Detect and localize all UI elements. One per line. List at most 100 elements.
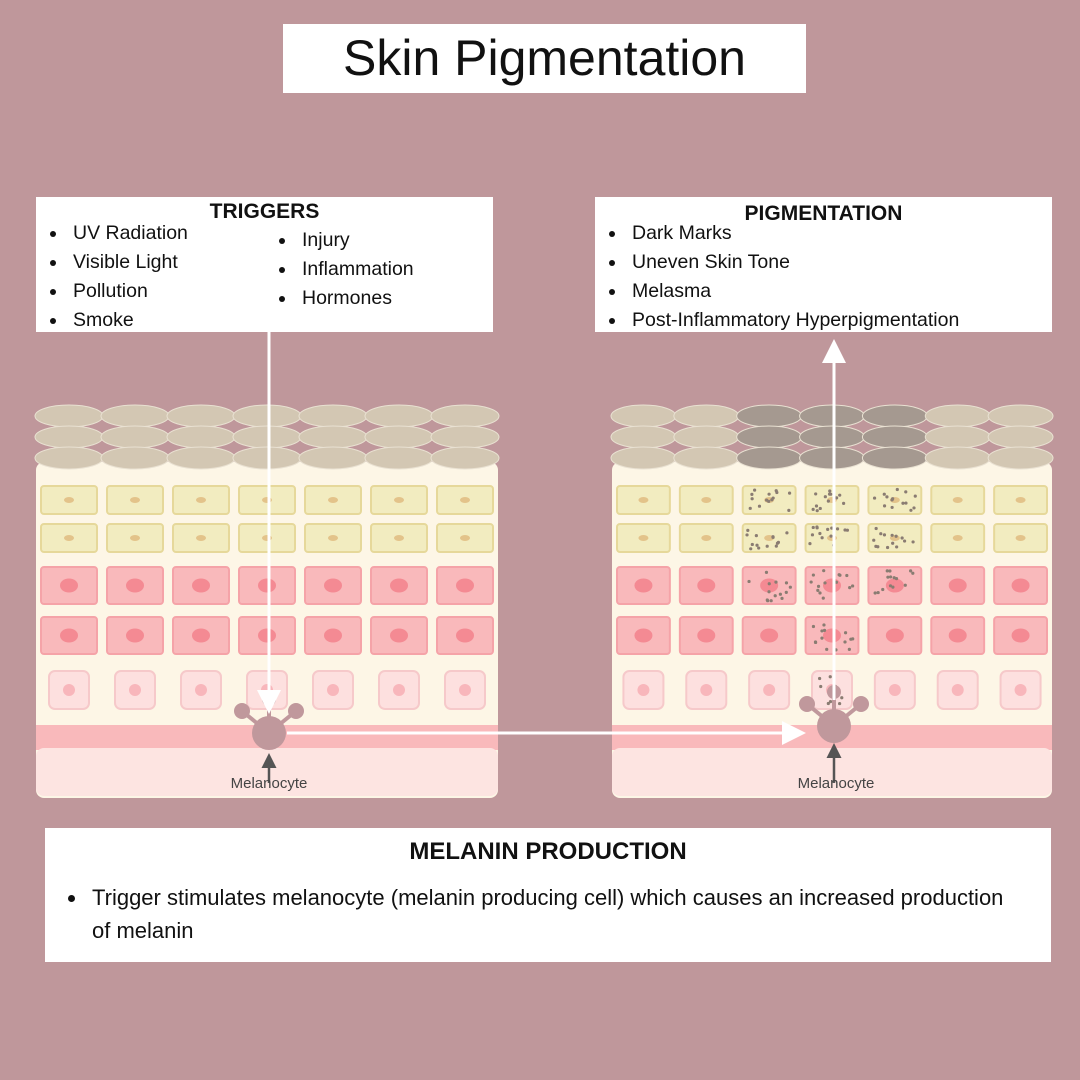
scale-cell bbox=[232, 446, 302, 470]
melanin-granule bbox=[767, 582, 771, 586]
cell-nucleus bbox=[126, 628, 144, 643]
melanin-granule bbox=[776, 540, 781, 544]
melanin-granule bbox=[912, 506, 916, 510]
trigger-item: Smoke bbox=[36, 306, 188, 335]
melanin-granule bbox=[888, 584, 893, 588]
melanin-granule bbox=[828, 489, 832, 493]
melanin-granule bbox=[881, 587, 885, 592]
melanin-list: Trigger stimulates melanocyte (melanin p… bbox=[45, 881, 1005, 947]
cell-nucleus bbox=[324, 578, 342, 593]
cell-nucleus bbox=[328, 535, 338, 541]
scale-cell bbox=[610, 446, 677, 470]
melanin-granule bbox=[886, 575, 890, 579]
melanin-granule bbox=[764, 570, 769, 574]
basal-nucleus bbox=[1014, 684, 1027, 696]
title-box: Skin Pigmentation bbox=[283, 24, 806, 93]
cell-nucleus bbox=[130, 535, 140, 541]
trigger-item: Hormones bbox=[265, 284, 414, 313]
cell-nucleus bbox=[1011, 578, 1030, 593]
melanin-granule bbox=[745, 533, 749, 537]
dermis-layer bbox=[612, 748, 1052, 796]
scale-cell bbox=[987, 404, 1054, 428]
melanocyte-tip bbox=[853, 696, 869, 712]
melanin-granule bbox=[911, 571, 915, 575]
melanocyte-body bbox=[817, 709, 851, 743]
melanin-granule bbox=[834, 580, 839, 584]
cell-nucleus bbox=[1011, 628, 1030, 643]
melanin-granule bbox=[882, 492, 886, 496]
melanin-granule bbox=[785, 531, 789, 535]
cell-nucleus bbox=[60, 628, 78, 643]
melanin-granule bbox=[828, 675, 832, 679]
cell-nucleus bbox=[456, 578, 474, 593]
melanocyte-tip bbox=[799, 696, 815, 712]
cell-nucleus bbox=[638, 497, 649, 503]
scale-cell bbox=[100, 404, 170, 428]
cell-nucleus bbox=[760, 628, 779, 643]
pigmentation-heading: PIGMENTATION bbox=[744, 202, 903, 225]
cell-nucleus bbox=[634, 628, 653, 643]
melanin-granule bbox=[838, 573, 842, 577]
cell-nucleus bbox=[126, 578, 144, 593]
triggers-heading: TRIGGERS bbox=[209, 200, 320, 223]
melanin-granule bbox=[845, 528, 849, 532]
scale-cell bbox=[166, 425, 236, 449]
basal-nucleus bbox=[459, 684, 471, 696]
scale-cell bbox=[861, 446, 928, 470]
triggers-box: TRIGGERS UV Radiation Visible Light Poll… bbox=[36, 197, 493, 332]
cell-nucleus bbox=[456, 628, 474, 643]
cell-nucleus bbox=[394, 535, 404, 541]
melanin-granule bbox=[818, 591, 822, 595]
cell-nucleus bbox=[60, 578, 78, 593]
melanin-granule bbox=[900, 536, 904, 540]
melanin-granule bbox=[813, 640, 818, 644]
cell-nucleus bbox=[64, 497, 74, 503]
melanin-granule bbox=[845, 573, 849, 578]
melanin-granule bbox=[809, 580, 813, 584]
melanin-granule bbox=[838, 701, 842, 706]
melanin-granule bbox=[895, 487, 899, 492]
melanin-granule bbox=[882, 533, 887, 537]
melanin-granule bbox=[808, 542, 812, 546]
basal-nucleus bbox=[700, 684, 713, 696]
cell-nucleus bbox=[1015, 535, 1026, 541]
melanin-granule bbox=[885, 545, 890, 550]
scale-cell bbox=[166, 404, 236, 428]
scale-cell bbox=[364, 404, 434, 428]
cell-nucleus bbox=[885, 628, 904, 643]
pigmentation-item: Dark Marks bbox=[595, 219, 959, 248]
melanocyte-label-right: Melanocyte bbox=[797, 775, 875, 792]
scale-cell bbox=[924, 404, 991, 428]
scale-cell bbox=[736, 425, 803, 449]
scale-cell bbox=[364, 446, 434, 470]
melanin-granule bbox=[885, 495, 889, 499]
melanin-granule bbox=[890, 505, 894, 510]
melanin-item: Trigger stimulates melanocyte (melanin p… bbox=[45, 881, 1005, 947]
basal-nucleus bbox=[327, 684, 339, 696]
melanin-granule bbox=[851, 584, 855, 588]
melanin-granule bbox=[838, 493, 842, 497]
melanin-granule bbox=[820, 629, 824, 633]
melanin-granule bbox=[826, 527, 830, 531]
melanin-granule bbox=[814, 504, 819, 508]
scale-cell bbox=[430, 446, 500, 470]
melanin-granule bbox=[895, 545, 899, 549]
cell-nucleus bbox=[948, 578, 967, 593]
melanin-granule bbox=[771, 535, 775, 539]
melanin-granule bbox=[872, 496, 877, 500]
basal-nucleus bbox=[393, 684, 405, 696]
cell-nucleus bbox=[948, 628, 967, 643]
melanin-granule bbox=[876, 545, 880, 549]
dermis-layer bbox=[36, 748, 498, 796]
scale-cell bbox=[298, 446, 368, 470]
scale-cell bbox=[34, 446, 104, 470]
scale-cell bbox=[298, 425, 368, 449]
melanin-granule bbox=[843, 640, 847, 644]
melanin-granule bbox=[872, 538, 876, 542]
melanin-granule bbox=[811, 624, 816, 629]
melanin-granule bbox=[749, 547, 753, 551]
scale-cell bbox=[430, 425, 500, 449]
melanin-granule bbox=[787, 508, 791, 512]
cell-nucleus bbox=[638, 535, 649, 541]
melanin-granule bbox=[823, 581, 827, 585]
